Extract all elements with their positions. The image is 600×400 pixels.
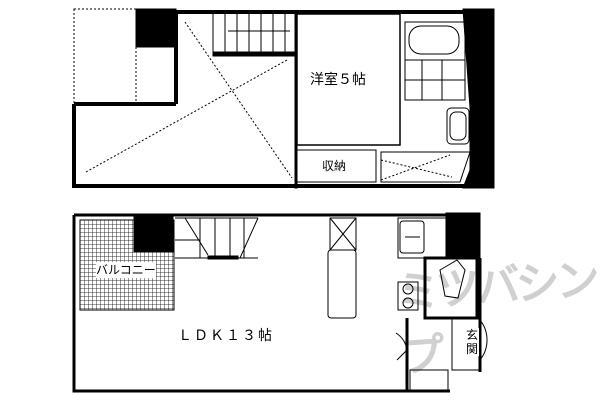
void-diagonal-2	[85, 59, 288, 173]
room-label-closet: 収納	[322, 158, 347, 174]
upper-left-dashed-area	[73, 8, 137, 105]
storage-area	[380, 151, 471, 183]
upper-right-black-wall	[462, 8, 495, 189]
lower-black-column	[133, 213, 174, 253]
kitchen-closet	[329, 217, 357, 251]
upper-outer-wall	[72, 10, 470, 188]
kitchen	[397, 217, 447, 311]
lower-right-black-wall	[445, 212, 481, 259]
kitchen-counter	[327, 249, 357, 319]
room-label-western: 洋室５帖	[310, 72, 366, 88]
upper-floor	[72, 8, 495, 189]
shoe-box	[409, 369, 449, 391]
lower-stairs	[175, 217, 259, 260]
void-diagonal-1	[184, 21, 293, 179]
western-room-inner-wall	[294, 11, 298, 189]
lower-right-wall	[405, 258, 482, 391]
upper-black-column	[135, 8, 177, 48]
toilet-room	[423, 256, 479, 320]
lower-floor	[72, 212, 488, 393]
upper-stairs	[212, 12, 296, 57]
closet	[296, 149, 377, 183]
washbasin	[446, 107, 470, 145]
room-label-balcony: バルコニー	[96, 262, 156, 278]
bath	[404, 21, 466, 101]
room-label-ldk: ＬＤＫ１３帖	[178, 328, 274, 344]
room-label-entrance: 玄関	[466, 328, 479, 356]
